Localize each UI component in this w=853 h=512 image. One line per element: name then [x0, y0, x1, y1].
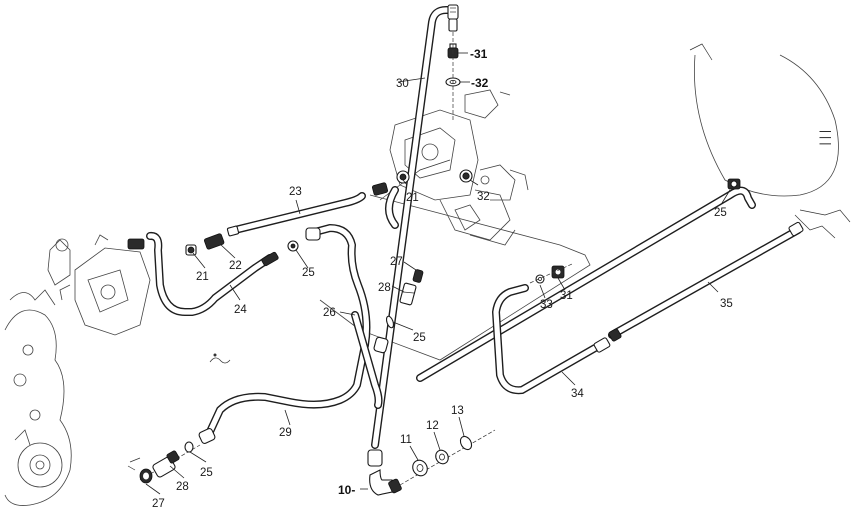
fitting-28-mid [399, 282, 417, 306]
fitting-21-right [371, 170, 410, 196]
pipe-26-lower [351, 311, 383, 409]
center-line-33 [529, 263, 573, 284]
fitting-35-left [593, 328, 622, 353]
pump-block-left [59, 234, 151, 336]
elbow-fitting-30 [447, 4, 459, 32]
nut-11 [412, 459, 428, 477]
pipe-main-diagonal [416, 186, 756, 382]
pipe-35 [608, 226, 802, 339]
callout-25-left: 25 [302, 267, 315, 279]
sketch-mark-dot [213, 353, 217, 357]
callout-10: 10- [338, 483, 355, 497]
pipe-upper-bend [385, 186, 399, 229]
fitting-32-mid [459, 169, 473, 183]
washer-12 [435, 449, 449, 465]
pipe-23 [231, 192, 366, 234]
callout-12: 12 [426, 420, 439, 432]
pipe-30 [371, 6, 456, 449]
fitting-23-end [305, 227, 321, 241]
callout-21-right: 21 [406, 192, 419, 204]
pipe-26-cap [373, 336, 389, 354]
callout-32-mid: 32 [477, 191, 490, 203]
fitting-25-left [287, 240, 299, 252]
fitting-group-bottom-left [139, 428, 216, 484]
callout-35: 35 [720, 298, 733, 310]
callout-31-right: 31 [560, 290, 573, 302]
pipe-24 [146, 231, 274, 316]
callout-28-mid: 28 [378, 282, 391, 294]
elbow-10 [367, 449, 402, 496]
fitting-35-right [788, 221, 804, 237]
pipe-34 [492, 284, 599, 395]
callout-27-mid: 27 [390, 256, 403, 268]
callout-32-top: -32 [471, 76, 489, 90]
pipe-29-26 [204, 224, 371, 440]
callout-34: 34 [571, 388, 584, 400]
callout-23: 23 [289, 186, 302, 198]
fitting-27-mid [412, 269, 424, 283]
callout-25-mid: 25 [413, 332, 426, 344]
fitting-24-end [127, 238, 279, 267]
washer-33 [535, 274, 545, 284]
callout-33: 33 [540, 299, 553, 311]
callout-22: 22 [229, 260, 242, 272]
valve-block-center [389, 89, 529, 246]
o-ring-13 [459, 435, 473, 451]
callout-25-tank: 25 [714, 207, 727, 219]
callout-27-bottom: 27 [152, 498, 165, 510]
fitting-21-left [185, 244, 197, 256]
callout-25-bottom: 25 [200, 467, 213, 479]
callout-11: 11 [400, 434, 412, 446]
callout-30: 30 [396, 78, 409, 90]
fitting-25-right [727, 178, 741, 190]
engine-block-sketch [4, 238, 72, 506]
callout-24: 24 [234, 304, 247, 316]
fitting-25-mid [385, 315, 395, 329]
callout-26: 26 [323, 307, 336, 319]
leader-lines [145, 52, 731, 495]
fitting-22 [203, 225, 240, 250]
sketch-mark [127, 457, 141, 471]
sketch-mark [209, 357, 231, 364]
callout-29: 29 [279, 427, 292, 439]
svg-text:| | |: | | | [819, 130, 831, 145]
callout-28-bottom: 28 [176, 481, 189, 493]
callout-31-top: -31 [470, 47, 488, 61]
callout-21-left: 21 [196, 271, 209, 283]
tank-outline: | | | [689, 43, 851, 239]
callout-13: 13 [451, 405, 464, 417]
